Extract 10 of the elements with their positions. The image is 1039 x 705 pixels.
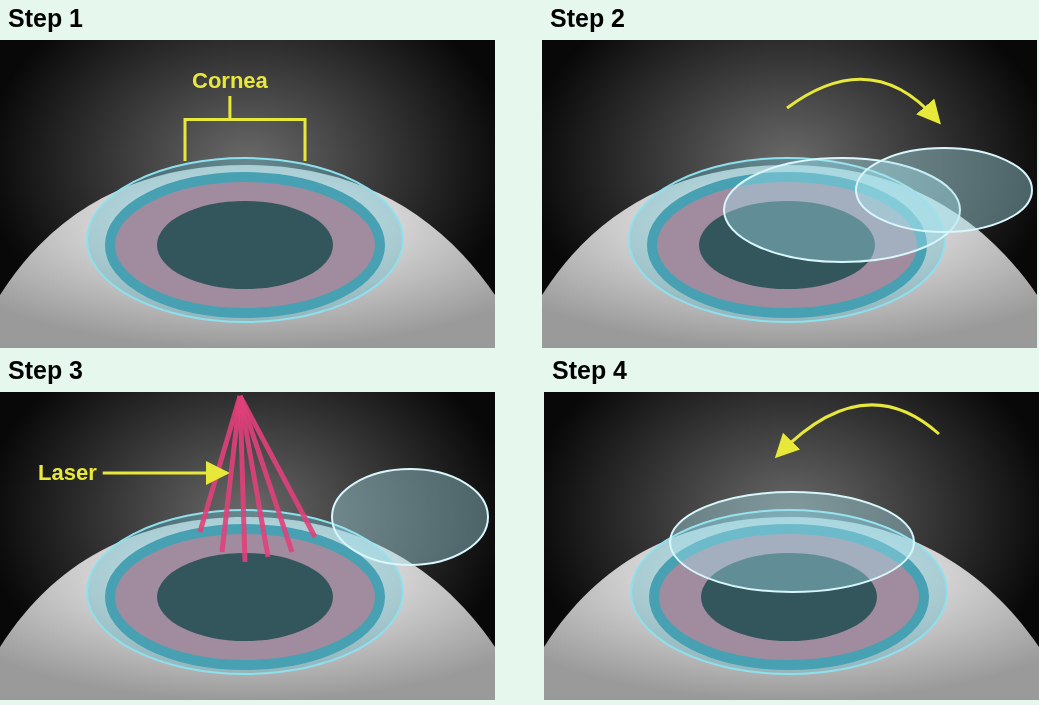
callout-label: Laser: [38, 460, 97, 486]
cornea: [86, 157, 404, 323]
leader-line: [183, 94, 307, 163]
leader-line: [102, 461, 230, 485]
step-heading: Step 2: [550, 4, 626, 33]
step-heading: Step 3: [8, 356, 84, 385]
step-heading: Step 4: [552, 356, 628, 385]
callout-label: Cornea: [192, 68, 268, 94]
laser-beams: [197, 394, 318, 563]
step-heading: Step 1: [8, 4, 84, 33]
